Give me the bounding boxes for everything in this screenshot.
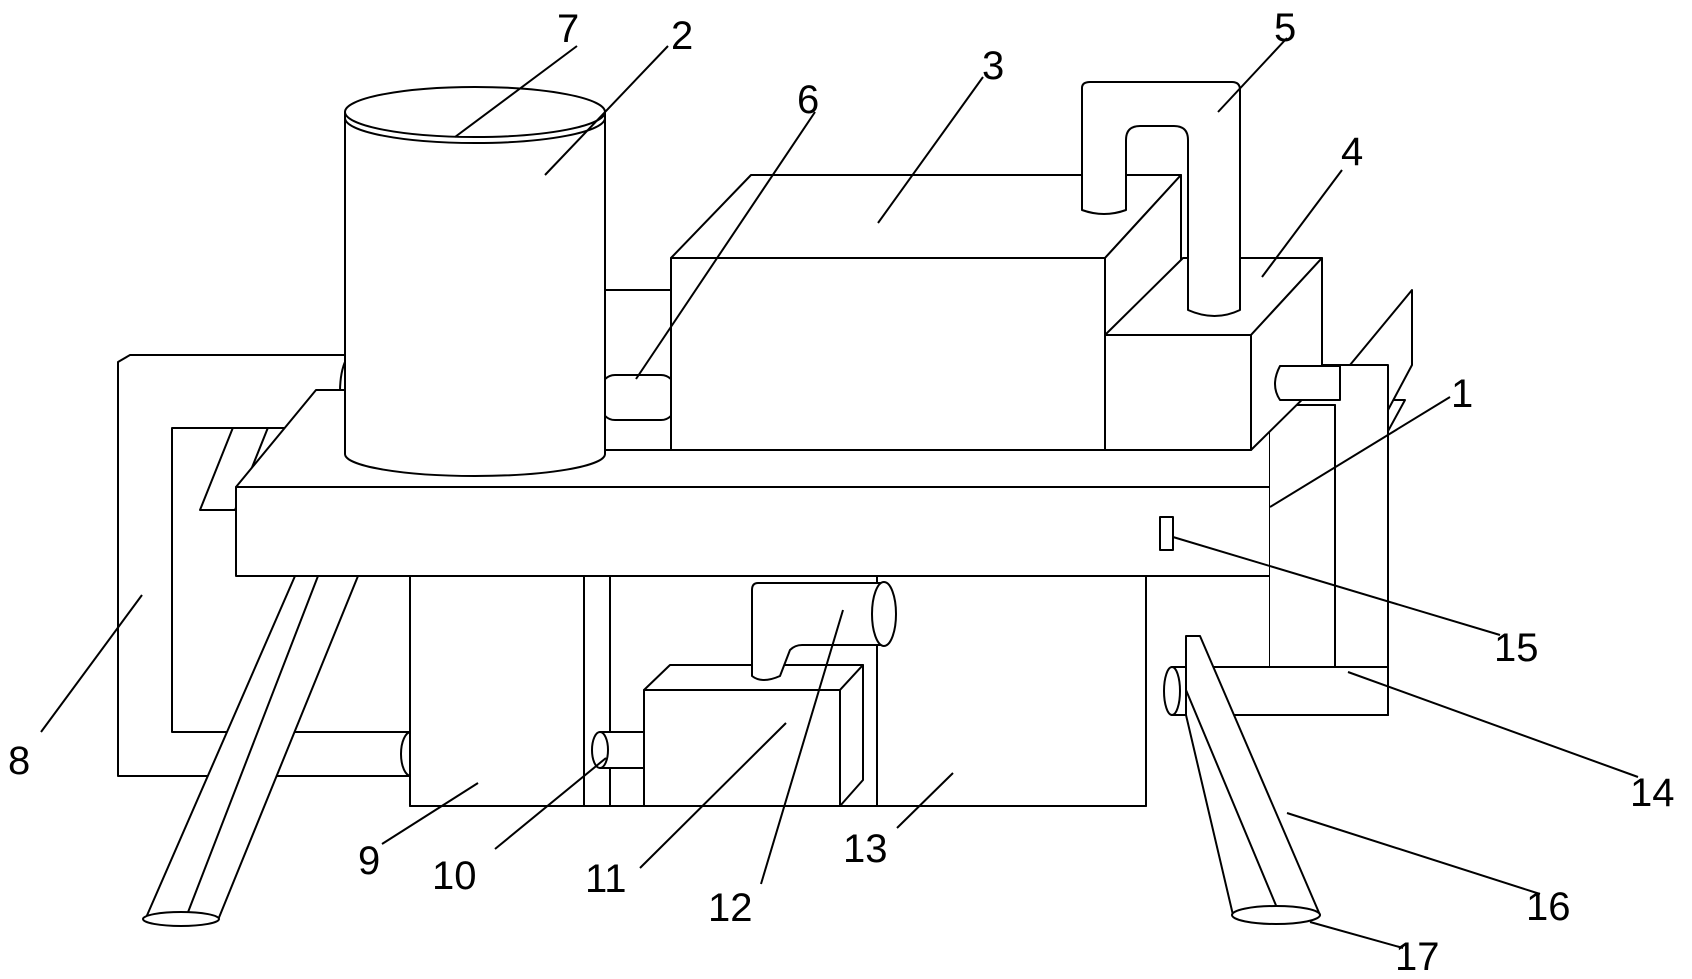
ref-numeral-16: 16 — [1526, 885, 1571, 929]
ref-numeral-8: 8 — [8, 739, 30, 783]
ref-numeral-4: 4 — [1341, 130, 1363, 174]
ref-numeral-15: 15 — [1494, 626, 1539, 670]
ref-numeral-3: 3 — [982, 44, 1004, 88]
connection-pipe-6 — [601, 290, 675, 450]
right-pipe-upper — [1275, 366, 1340, 400]
ref-numeral-9: 9 — [358, 839, 380, 883]
ref-numeral-12: 12 — [708, 886, 753, 930]
ref-numeral-17: 17 — [1395, 935, 1440, 979]
ref-numeral-6: 6 — [797, 78, 819, 122]
control-switch — [1160, 517, 1173, 550]
ref-numeral-5: 5 — [1274, 6, 1296, 50]
ref-numeral-13: 13 — [843, 827, 888, 871]
ref-numeral-14: 14 — [1630, 771, 1675, 815]
motor-box — [644, 665, 863, 806]
ref-numeral-7: 7 — [557, 7, 579, 51]
ref-numeral-10: 10 — [432, 854, 477, 898]
ref-numeral-1: 1 — [1451, 372, 1473, 416]
ref-numeral-11: 11 — [585, 857, 627, 901]
tank — [345, 87, 605, 476]
ref-numeral-2: 2 — [671, 14, 693, 58]
